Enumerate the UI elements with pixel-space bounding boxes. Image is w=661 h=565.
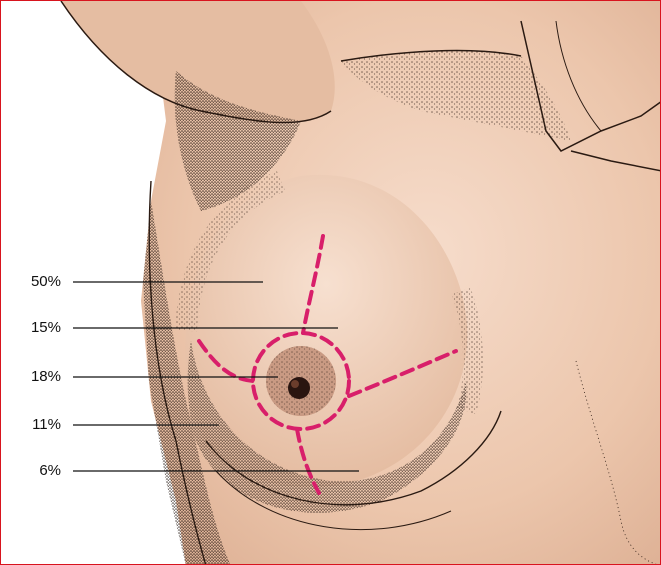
label-lower-outer-percent: 11% (1, 416, 61, 434)
label-upper-outer-percent: 50% (1, 273, 61, 291)
nipple (288, 377, 310, 399)
label-lower-inner-percent: 6% (1, 462, 61, 480)
label-central-percent: 18% (1, 368, 61, 386)
label-upper-inner-percent: 15% (1, 319, 61, 337)
